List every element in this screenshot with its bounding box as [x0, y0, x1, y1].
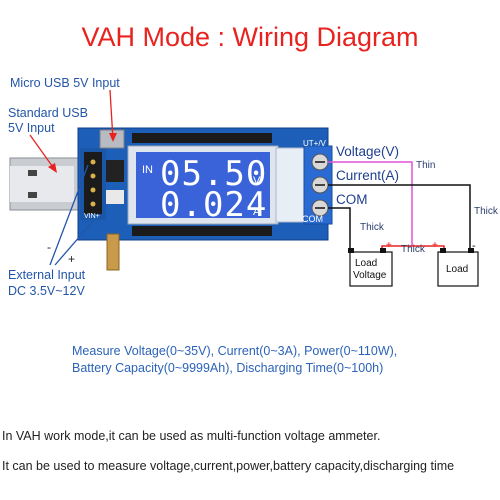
pointer-arrows: [29, 89, 117, 173]
wire-minus-right: -: [472, 240, 476, 252]
load-voltage-box: [348, 248, 393, 287]
lcd-in-label: IN: [142, 164, 153, 176]
external-plus-sign: +: [68, 252, 76, 266]
standard-usb-label-line2: 5V Input: [8, 121, 55, 135]
spec-line-2: Battery Capacity(0~9999Ah), Discharging …: [72, 361, 384, 375]
page-title: VAH Mode : Wiring Diagram: [81, 22, 419, 52]
silk-out-label: UT+/V: [303, 139, 326, 148]
lcd-voltage-readout: 05.50: [160, 154, 267, 194]
wire-thick-mid-label: Thick: [401, 244, 425, 255]
external-minus-sign: -: [47, 240, 51, 254]
usb-plug: [9, 157, 83, 211]
external-input-label-line2: DC 3.5V~12V: [8, 284, 85, 298]
wire-plus-right: +: [432, 240, 438, 251]
terminal-current-label: Current(A): [336, 168, 400, 183]
pcb-board: [77, 127, 333, 271]
standard-usb-label-line1: Standard USB: [8, 106, 88, 120]
load-voltage-label-line2: Voltage: [353, 270, 387, 281]
silk-vin-label: VIN+: [84, 213, 100, 220]
terminal-com-label: COM: [336, 192, 368, 207]
lcd-amp-unit: A: [253, 206, 261, 218]
wire-thin-label: Thin: [416, 160, 436, 171]
external-input-label-line1: External Input: [8, 268, 86, 282]
load-voltage-label-line1: Load: [355, 258, 378, 269]
lcd-volt-unit: V: [253, 175, 261, 187]
load-box: [437, 248, 479, 287]
spec-line-1: Measure Voltage(0~35V), Current(0~3A), P…: [72, 344, 398, 358]
terminal-voltage-label: Voltage(V): [336, 144, 400, 159]
external-input-lines: [49, 164, 95, 266]
silk-com-label: COM: [302, 214, 323, 224]
footer-line-2: It can be used to measure voltage,curren…: [2, 459, 455, 473]
footer-line-1: In VAH work mode,it can be used as multi…: [2, 429, 381, 443]
wire-plus-left: +: [386, 240, 392, 251]
wire-thick-right-label: Thick: [474, 206, 498, 217]
micro-usb-label: Micro USB 5V Input: [10, 76, 120, 90]
lcd-current-readout: 0.024: [160, 185, 267, 225]
wiring: [328, 161, 471, 250]
load-label: Load: [446, 264, 469, 275]
wire-thick-left-label: Thick: [360, 222, 384, 233]
